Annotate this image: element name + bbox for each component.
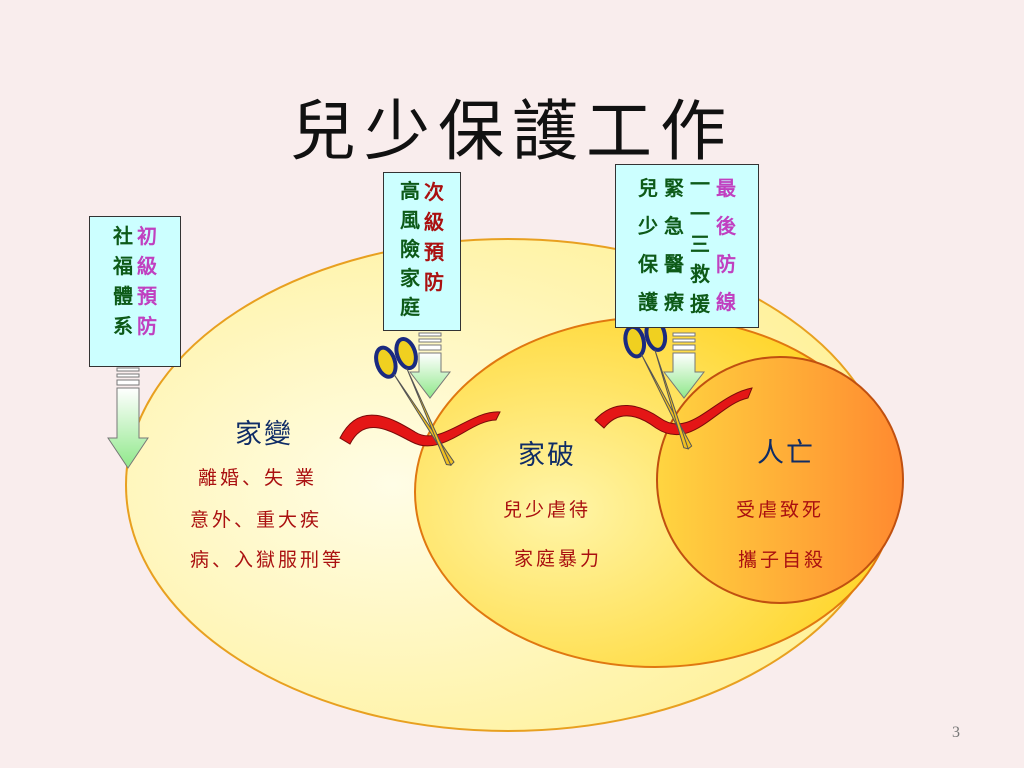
- last-line-box: 最 後 防 線 一 一 三 救 援 緊 急 醫 療 兒 少 保 護: [615, 164, 759, 328]
- family-change-line: 意外、重大疾: [190, 509, 323, 531]
- char: 線: [716, 290, 736, 314]
- char: 最: [716, 176, 736, 200]
- char: 高: [400, 179, 420, 203]
- death-line: 受虐致死: [736, 499, 825, 521]
- high-risk-family-label: 高 風 險 家 庭: [400, 177, 420, 330]
- death-circle: [656, 356, 904, 604]
- char: 兒: [638, 176, 658, 200]
- family-change-line: 病、入獄服刑等: [190, 549, 345, 571]
- arrow-down-tertiary-icon: [662, 332, 706, 399]
- primary-prevention-box: 初 級 預 防 社 福 體 系: [89, 216, 181, 367]
- char: 援: [690, 292, 710, 316]
- char: 社: [113, 224, 133, 248]
- emergency-medical-label: 緊 急 醫 療: [664, 169, 684, 327]
- char: 初: [137, 224, 157, 248]
- char: 急: [664, 214, 684, 238]
- char: 風: [400, 208, 420, 232]
- char: 醫: [664, 252, 684, 276]
- char: 防: [137, 314, 157, 338]
- secondary-prevention-label: 次 級 預 防: [424, 177, 444, 330]
- char: 護: [638, 290, 658, 314]
- child-protection-label: 兒 少 保 護: [638, 169, 658, 327]
- social-welfare-system-label: 社 福 體 系: [113, 221, 133, 366]
- arrow-down-secondary-icon: [408, 332, 452, 399]
- family-breakdown-heading: 家破: [518, 440, 576, 471]
- death-line: 攜子自殺: [738, 549, 827, 571]
- family-breakdown-line: 家庭暴力: [514, 548, 603, 570]
- last-line-of-defense-label: 最 後 防 線: [716, 169, 736, 327]
- char: 系: [113, 314, 133, 338]
- family-change-line: 離婚、失 業: [198, 467, 318, 489]
- family-breakdown-line: 兒少虐待: [503, 499, 592, 521]
- char: 級: [137, 254, 157, 278]
- char: 福: [113, 254, 133, 278]
- char: 療: [664, 290, 684, 314]
- char: 險: [400, 237, 420, 261]
- primary-prevention-label: 初 級 預 防: [137, 221, 157, 366]
- death-heading: 人亡: [757, 438, 815, 469]
- secondary-prevention-box: 次 級 預 防 高 風 險 家 庭: [383, 172, 461, 331]
- char: 防: [424, 270, 444, 294]
- hotline-113-rescue-label: 一 一 三 救 援: [690, 169, 710, 327]
- char: 家: [400, 266, 420, 290]
- char: 級: [424, 210, 444, 234]
- char: 防: [716, 252, 736, 276]
- char: 少: [638, 214, 658, 238]
- arrow-down-primary-icon: [107, 367, 149, 469]
- char: 保: [638, 252, 658, 276]
- char: 預: [137, 284, 157, 308]
- char: 三: [690, 232, 710, 256]
- char: 後: [716, 214, 736, 238]
- char: 一: [690, 172, 710, 196]
- char: 一: [690, 202, 710, 226]
- scissors-icon: [374, 336, 455, 466]
- char: 救: [690, 262, 710, 286]
- family-change-heading: 家變: [235, 419, 293, 450]
- char: 庭: [400, 295, 420, 319]
- char: 緊: [664, 176, 684, 200]
- page-title: 兒少保護工作: [290, 93, 734, 170]
- page-number: 3: [952, 724, 960, 741]
- cut-ribbon-icon: [339, 411, 501, 447]
- char: 次: [424, 180, 444, 204]
- cut-ribbon-icon: [594, 387, 753, 436]
- char: 預: [424, 240, 444, 264]
- char: 體: [113, 284, 133, 308]
